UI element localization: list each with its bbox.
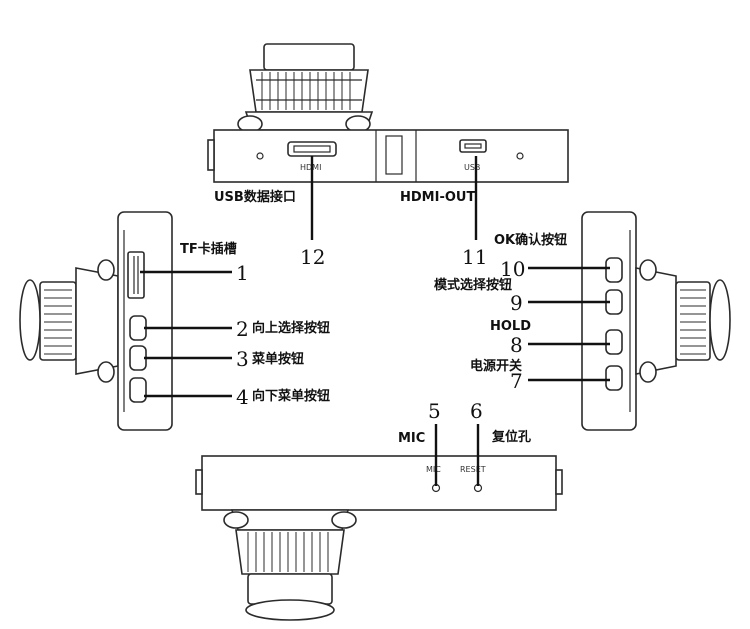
callout-2: 2 <box>236 317 249 341</box>
callout-4: 4 <box>236 385 249 409</box>
label-up-button: 向上选择按钮 <box>252 320 330 336</box>
callout-11: 11 <box>462 245 487 269</box>
callout-10: 10 <box>500 257 525 281</box>
tf-card-slot <box>127 251 145 299</box>
svg-text:RESET: RESET <box>460 465 486 474</box>
up-button[interactable] <box>129 315 147 341</box>
label-tf-slot: TF卡插槽 <box>180 241 237 257</box>
right-body <box>581 211 637 431</box>
bottom-view: MIC RESET <box>195 455 563 621</box>
power-button[interactable] <box>605 365 623 391</box>
callout-6: 6 <box>470 399 483 423</box>
callout-3: 3 <box>236 347 249 371</box>
callout-5: 5 <box>428 399 441 423</box>
usb-port: USB <box>459 139 487 172</box>
label-hold: HOLD <box>490 319 531 334</box>
top-lens <box>237 43 374 133</box>
label-ok-button: OK确认按钮 <box>494 232 567 248</box>
svg-text:USB: USB <box>464 163 480 172</box>
label-power-switch: 电源开关 <box>470 358 522 374</box>
label-reset-hole: 复位孔 <box>491 429 531 445</box>
label-hdmi-out: HDMI-OUT <box>400 190 475 205</box>
top-view: HDMI USB <box>207 43 569 183</box>
svg-text:MIC: MIC <box>426 465 441 474</box>
callout-12: 12 <box>300 245 325 269</box>
label-mode-button: 模式选择按钮 <box>434 277 512 293</box>
hold-button[interactable] <box>605 329 623 355</box>
bottom-lens <box>223 509 357 621</box>
right-lens <box>635 259 731 383</box>
down-button[interactable] <box>129 377 147 403</box>
svg-text:HDMI: HDMI <box>300 163 321 172</box>
ok-button[interactable] <box>605 257 623 283</box>
left-lens <box>19 259 119 383</box>
label-usb-port: USB数据接口 <box>214 189 296 205</box>
left-view <box>19 211 173 431</box>
menu-button[interactable] <box>129 345 147 371</box>
callout-8: 8 <box>510 333 523 357</box>
callout-1: 1 <box>236 261 249 285</box>
label-menu-button: 菜单按钮 <box>251 351 304 367</box>
label-down-button: 向下菜单按钮 <box>252 388 330 404</box>
callout-7: 7 <box>510 369 523 393</box>
callout-9: 9 <box>510 291 523 315</box>
right-view <box>581 211 731 431</box>
label-mic: MIC <box>398 431 425 446</box>
bottom-body <box>201 455 557 511</box>
